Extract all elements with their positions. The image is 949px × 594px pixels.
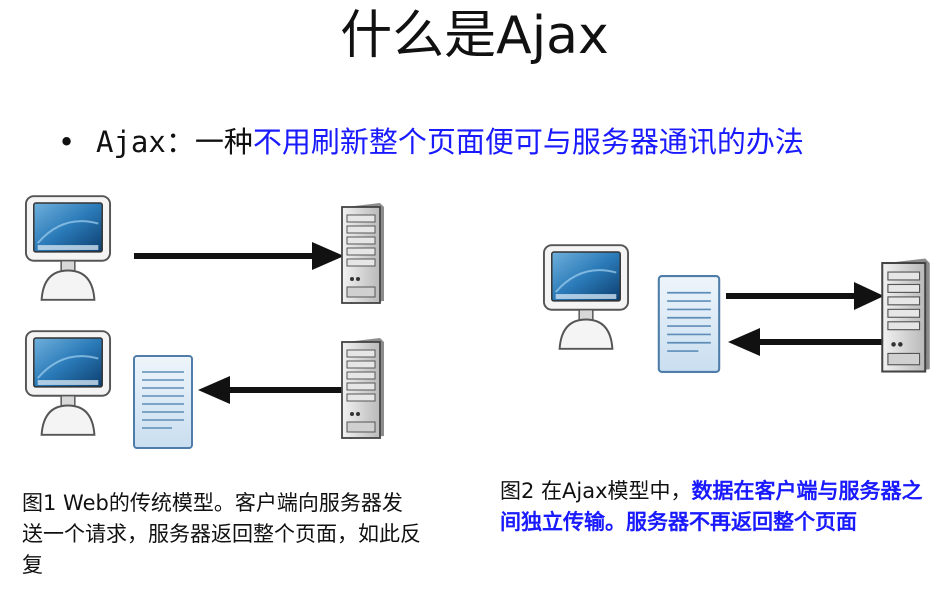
slide-title: 什么是Ajax (340, 6, 609, 66)
bullet-highlight-text: 不用刷新整个页面便可与服务器通讯的办法 (252, 125, 804, 159)
bullet-point: • Ajax：一种不用刷新整个页面便可与服务器通讯的办法 (58, 122, 804, 162)
arrow-left-icon (728, 328, 882, 356)
arrow-right-icon (726, 282, 884, 310)
server-icon (341, 202, 385, 305)
figure-2-diagram (542, 244, 931, 374)
computer-icon (24, 330, 112, 436)
server-icon (341, 337, 385, 440)
bullet-marker: • (58, 125, 76, 159)
server-icon (881, 257, 931, 374)
figure-1-caption: 图1 Web的传统模型。客户端向服务器发送一个请求，服务器返回整个页面，如此反复 (22, 491, 421, 577)
computer-icon (24, 195, 112, 301)
figure-2-caption-highlight: 数据在客户端与服务器之间独立传输。服务器不再返回整个页面 (500, 479, 923, 534)
figure-2-caption: 图2 在Ajax模型中，数据在客户端与服务器之间独立传输。服务器不再返回整个页面 (500, 476, 940, 538)
computer-icon (542, 244, 630, 350)
document-icon (133, 355, 193, 449)
document-icon (657, 275, 721, 373)
figure-1-diagram (24, 195, 385, 449)
figure-2-ajax-model (520, 240, 940, 390)
figure-2-caption-plain: 图2 在Ajax模型中， (500, 479, 692, 503)
arrow-right-icon (134, 242, 344, 270)
bullet-lead-text: Ajax：一种 (96, 125, 253, 159)
arrow-left-icon (198, 376, 342, 404)
figure-1-traditional-model (0, 190, 420, 450)
